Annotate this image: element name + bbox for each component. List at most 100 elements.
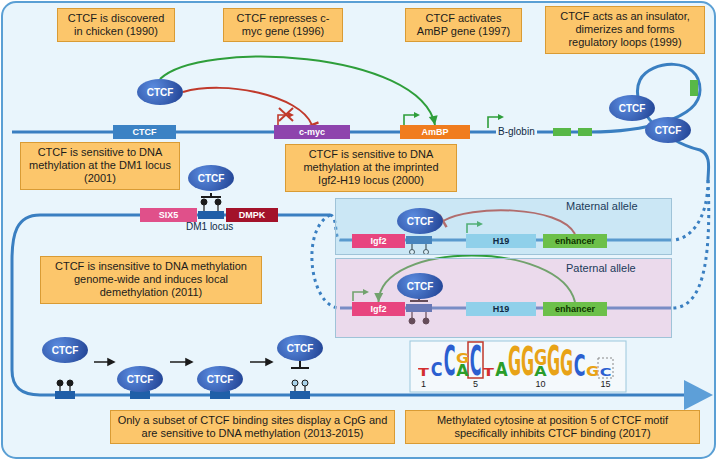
callout-text: CTCF activates AmBP gene (1997) [412, 12, 515, 38]
dna-dotted [672, 180, 708, 240]
motif-position: 10 [531, 379, 550, 390]
timeline-callout: CTCF is discovered in chicken (1990) [57, 8, 175, 42]
allele-panel: Paternal alleleIgf2 H19 enhancer CTCF [335, 258, 672, 338]
panel-heading: Paternal allele [566, 262, 636, 274]
node-label: CTCF [198, 173, 225, 184]
methyl-group [292, 380, 298, 386]
stage-arrow [170, 361, 186, 363]
gene-box: c-myc [274, 125, 350, 139]
timeline-callout: Only a subset of CTCF binding sites disp… [110, 410, 395, 444]
locus-name: DM1 locus [186, 221, 233, 233]
ctcf-protein: CTCF [645, 117, 691, 143]
motif-letter: G [560, 346, 573, 382]
transcription-arrow [404, 115, 414, 125]
node-label: CTCF [655, 125, 682, 136]
node-label: AmBP [421, 127, 448, 137]
enhancer-block [690, 80, 698, 96]
ctcf-protein: CTCF [397, 208, 443, 234]
timeline-callout: CTCF is sensitive to DNA methylation at … [285, 144, 457, 192]
inhibition-bar [201, 193, 221, 197]
callout-text: Methylated cytosine at position 5 of CTC… [412, 414, 693, 440]
node-label: CTCF [133, 127, 157, 137]
enhancer-block [553, 128, 571, 136]
arrow-head [108, 359, 114, 365]
node-label: CTCF [407, 216, 434, 227]
ctcf-protein: CTCF [277, 335, 323, 361]
arrow-head [498, 114, 504, 120]
cross-stroke [279, 108, 293, 121]
motif-logo-frame [410, 341, 626, 392]
node-label: CTCF [207, 374, 234, 385]
ctcf-protein: CTCF [609, 95, 655, 121]
methyl-stick [60, 386, 305, 391]
binding-site [290, 391, 310, 399]
callout-text: CTCF represses c-myc gene (1996) [230, 12, 336, 38]
gene-box: SIX5 [140, 208, 197, 222]
node-label: CTCF [287, 343, 314, 354]
gene-box: H19 [466, 234, 536, 248]
callout-text: CTCF is discovered in chicken (1990) [64, 12, 168, 38]
arrow-head [414, 112, 420, 118]
node-label: H19 [493, 236, 510, 246]
ctcf-protein: CTCF [197, 366, 243, 392]
motif-letter: C [443, 341, 456, 382]
node-label: CTCF [407, 281, 434, 292]
inhibition-bar [291, 361, 309, 368]
node-label: CTCF [127, 374, 154, 385]
motif-letter: G [547, 341, 560, 382]
callout-text: CTCF is insensitive to DNA methylation g… [47, 260, 255, 300]
callout-text: CTCF is sensitive to DNA methylation at … [27, 146, 173, 186]
stage-arrow [250, 361, 266, 363]
callout-text: CTCF is sensitive to DNA methylation at … [292, 148, 450, 188]
binding-site [55, 391, 75, 399]
motif-highlight [598, 358, 613, 378]
timeline-callout: CTCF represses c-myc gene (1996) [223, 8, 343, 42]
panel-heading: Maternal allele [566, 200, 638, 212]
gene-box: enhancer [543, 234, 607, 248]
node-label: DMPK [239, 210, 266, 220]
gene-box: enhancer [543, 302, 607, 316]
binding-site [130, 391, 150, 399]
methyl-group [215, 199, 221, 205]
timeline-callout: CTCF is insensitive to DNA methylation g… [40, 256, 262, 304]
callout-text: Only a subset of CTCF binding sites disp… [117, 414, 388, 440]
motif-position: 15 [596, 379, 615, 390]
ctcf-sites [55, 211, 432, 399]
timeline-callout: CTCF acts as an insulator, dimerizes and… [545, 6, 705, 54]
motif-letter: A [495, 360, 508, 379]
gene-box: AmBP [400, 125, 470, 139]
node-label: c-myc [299, 127, 325, 137]
methyl-stick [204, 205, 218, 211]
gene-box: DMPK [226, 208, 278, 222]
timeline-callout: Methylated cytosine at position 5 of CTC… [405, 410, 700, 444]
motif-letter: C [430, 360, 443, 379]
callout-text: CTCF acts as an insulator, dimerizes and… [552, 10, 698, 50]
node-label: CTCF [52, 345, 79, 356]
timeline-arrowhead [684, 380, 713, 410]
dna-dotted [672, 180, 709, 308]
binding-site [198, 211, 224, 219]
motif-letter: C [469, 341, 482, 382]
gene-box: Igf2 [352, 234, 405, 248]
ctcf-protein: CTCF [117, 366, 163, 392]
motif-letter: G [586, 364, 599, 378]
methyl-group [67, 380, 73, 386]
motif-position: 1 [414, 379, 433, 390]
ctcf-protein: CTCF [42, 337, 88, 363]
cross-mark [279, 108, 293, 121]
motif-position: 5 [466, 379, 485, 390]
stage-arrows [94, 359, 272, 365]
node-label: SIX5 [159, 210, 179, 220]
regulation-arrow [183, 88, 312, 125]
motif-letter: C [573, 351, 586, 381]
arrow-head [266, 359, 272, 365]
node-label: enhancer [555, 236, 595, 246]
node-label: enhancer [555, 304, 595, 314]
motif-letter: G [521, 344, 534, 382]
arrow-head [186, 359, 192, 365]
ctcf-protein: CTCF [188, 165, 234, 191]
gene-box: Igf2 [352, 302, 405, 316]
gene-box: H19 [466, 302, 536, 316]
